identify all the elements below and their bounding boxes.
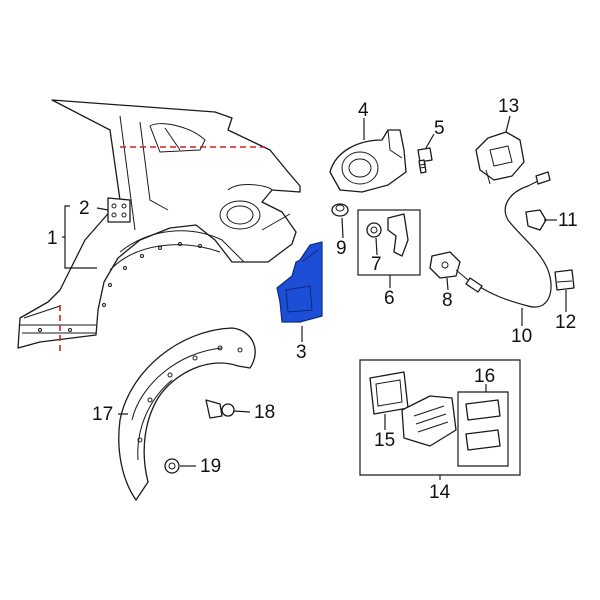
callout-18: 18: [254, 402, 275, 423]
part-wheelhouse-liner[interactable]: [118, 327, 256, 501]
part-latch-8[interactable]: [429, 251, 469, 281]
part-clip-11[interactable]: [525, 209, 547, 231]
part-motor-13[interactable]: [475, 131, 525, 185]
cut-lines: [59, 146, 265, 355]
callout-labels: 1 2 3 4 5 6 7 8 9 10 11 12 13 14 15 16 1…: [47, 96, 578, 503]
callout-5: 5: [434, 118, 445, 139]
part-nut-19[interactable]: [164, 458, 180, 474]
part-quarter-panel[interactable]: [17, 99, 301, 349]
callout-1: 1: [47, 228, 58, 249]
callout-17: 17: [92, 404, 113, 425]
part-grommet-9[interactable]: [331, 203, 349, 217]
part-screw-5[interactable]: [417, 147, 433, 174]
part-highlighted-panel[interactable]: [276, 241, 323, 323]
part-push-clip-18[interactable]: [205, 399, 235, 419]
part-actuator-7[interactable]: [366, 213, 409, 257]
callout-12: 12: [555, 312, 576, 333]
callout-11: 11: [558, 210, 578, 231]
group-box-16: [457, 391, 509, 467]
group-box-14: [359, 359, 521, 476]
callout-16: 16: [474, 366, 495, 387]
callout-6: 6: [384, 288, 395, 309]
callout-7: 7: [371, 254, 382, 275]
part-fuel-door-hinge[interactable]: [401, 395, 457, 447]
part-bracket-2[interactable]: [107, 197, 131, 223]
callout-4: 4: [358, 100, 369, 121]
callout-15: 15: [374, 430, 395, 451]
part-fuel-door-15[interactable]: [369, 371, 409, 415]
part-cable-10[interactable]: [465, 171, 552, 308]
part-fuel-door-housing[interactable]: [329, 129, 407, 193]
callout-19: 19: [200, 456, 221, 477]
callout-9: 9: [336, 238, 347, 259]
part-pad-lower: [465, 429, 501, 451]
callout-13: 13: [498, 96, 519, 117]
part-connector-12[interactable]: [554, 269, 575, 291]
callout-8: 8: [442, 290, 453, 311]
callout-2: 2: [79, 198, 90, 219]
group-box-6: [357, 209, 421, 276]
callout-14: 14: [429, 482, 451, 503]
leader-lines: [62, 115, 567, 480]
part-pad-upper: [465, 399, 501, 421]
callout-10: 10: [511, 326, 532, 347]
highlighted-panel-shape: [276, 241, 323, 323]
callout-3: 3: [296, 342, 307, 363]
